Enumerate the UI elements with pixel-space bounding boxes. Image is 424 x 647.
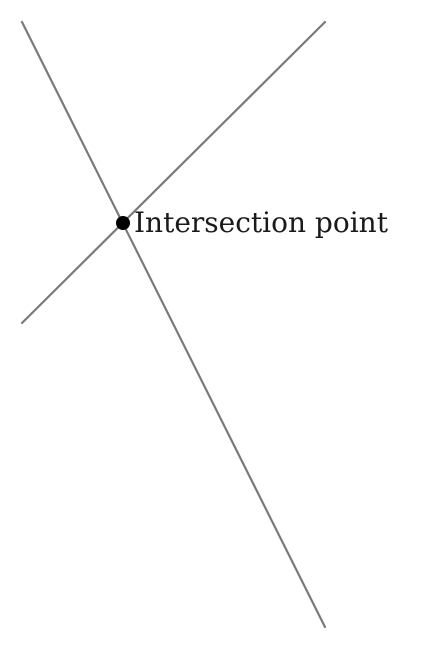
line-diagonal — [20, 20, 327, 325]
line-steep — [20, 20, 327, 629]
intersection-point-label: Intersection point — [134, 206, 389, 239]
intersection-point-marker — [116, 216, 130, 230]
